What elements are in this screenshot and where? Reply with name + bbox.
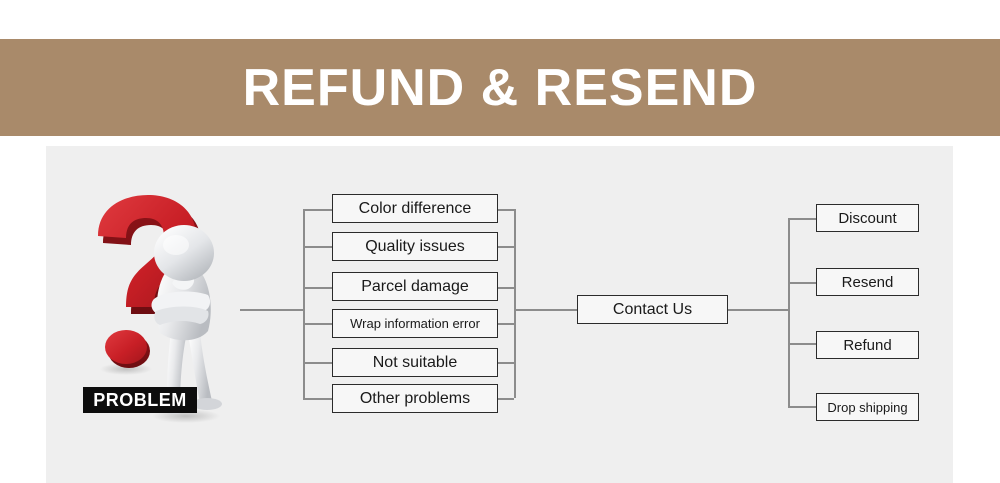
reason-box-other-problems[interactable]: Other problems: [332, 384, 498, 413]
connector-reason-out-1: [498, 209, 514, 211]
connector-right-branch-2: [788, 282, 816, 284]
solution-label: Refund: [843, 336, 892, 354]
problem-label: PROBLEM: [83, 387, 197, 413]
page-title: REFUND & RESEND: [242, 58, 758, 117]
reason-box-not-suitable[interactable]: Not suitable: [332, 348, 498, 377]
connector-left-branch-2: [303, 246, 332, 248]
connector-reason-out-5: [498, 362, 514, 364]
reason-box-color-difference[interactable]: Color difference: [332, 194, 498, 223]
solution-box-drop-shipping[interactable]: Drop shipping: [816, 393, 919, 421]
reason-label: Wrap information error: [350, 316, 480, 331]
connector-right-branch-1: [788, 218, 816, 220]
solution-box-refund[interactable]: Refund: [816, 331, 919, 359]
reason-label: Color difference: [358, 199, 472, 217]
reason-box-parcel-damage[interactable]: Parcel damage: [332, 272, 498, 301]
reason-box-wrap-information-error[interactable]: Wrap information error: [332, 309, 498, 338]
solution-label: Drop shipping: [827, 399, 908, 415]
problem-icon: [76, 191, 246, 441]
reason-label: Other problems: [359, 389, 471, 407]
connector-reason-out-6: [498, 398, 514, 400]
connector-reason-to-hub: [514, 309, 577, 311]
solution-label: Resend: [841, 273, 894, 291]
connector-right-branch-4: [788, 406, 816, 408]
solution-box-discount[interactable]: Discount: [816, 204, 919, 232]
reason-label: Quality issues: [365, 237, 465, 255]
connector-left-branch-4: [303, 323, 332, 325]
reason-label: Not suitable: [372, 353, 458, 371]
connector-left-branch-1: [303, 209, 332, 211]
connector-reason-out-4: [498, 323, 514, 325]
connector-right-branch-3: [788, 343, 816, 345]
solution-box-resend[interactable]: Resend: [816, 268, 919, 296]
connector-right-spine: [788, 218, 790, 406]
connector-reason-out-2: [498, 246, 514, 248]
connector-left-branch-5: [303, 362, 332, 364]
reason-box-quality-issues[interactable]: Quality issues: [332, 232, 498, 261]
hub-box-contact-us[interactable]: Contact Us: [577, 295, 728, 324]
solution-label: Discount: [838, 209, 897, 227]
connector-hub-stem: [728, 309, 788, 311]
page-banner: REFUND & RESEND: [0, 39, 1000, 136]
diagram-panel: PROBLEM Color difference Quality issues …: [46, 146, 953, 483]
connector-problem-stem: [240, 309, 303, 311]
hub-label: Contact Us: [612, 300, 693, 318]
connector-left-branch-3: [303, 287, 332, 289]
connector-reason-merge-spine: [514, 209, 516, 398]
connector-left-spine: [303, 209, 305, 398]
connector-left-branch-6: [303, 398, 332, 400]
connector-reason-out-3: [498, 287, 514, 289]
reason-label: Parcel damage: [361, 277, 469, 295]
